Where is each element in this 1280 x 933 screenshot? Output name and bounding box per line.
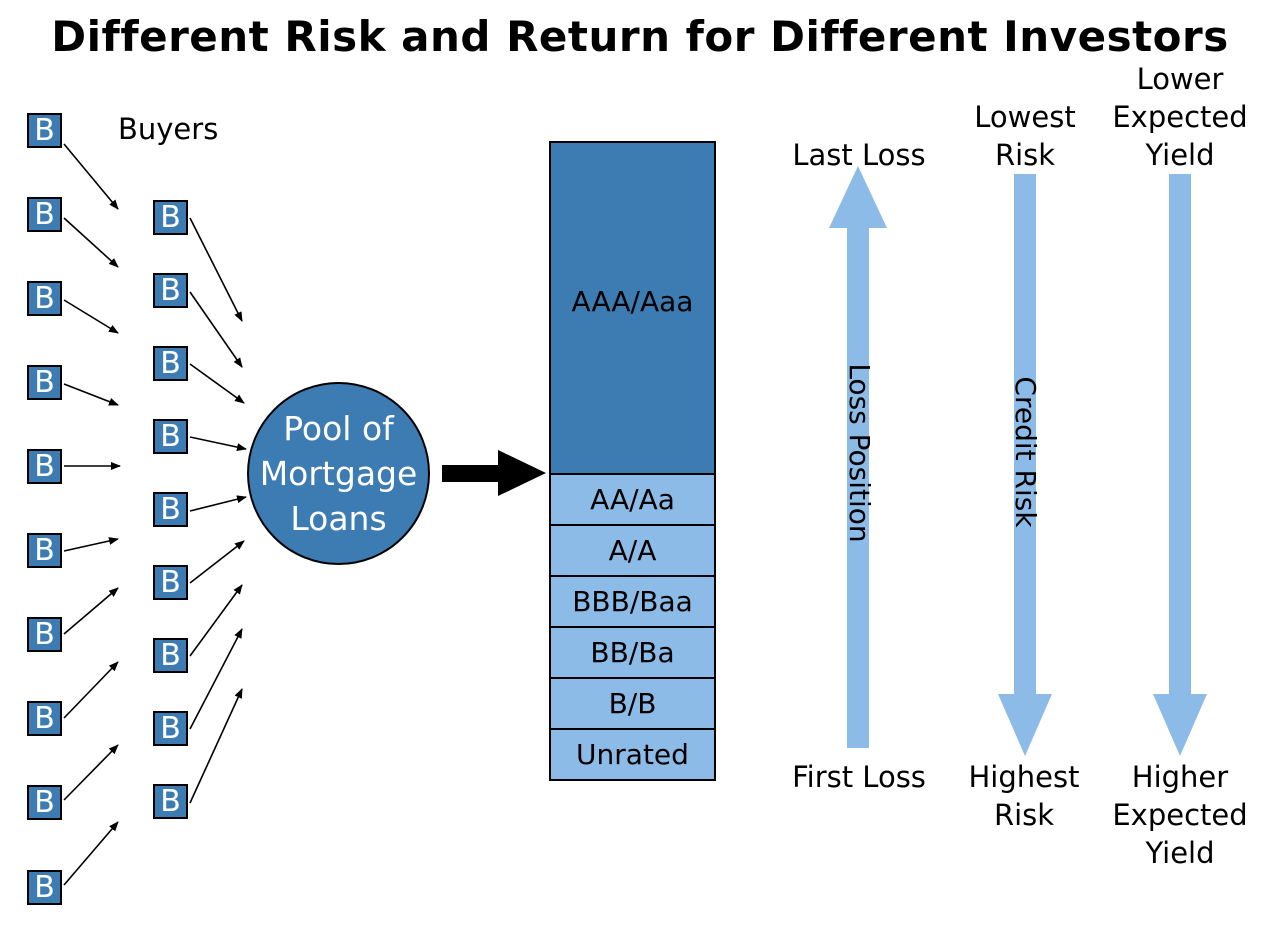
buyer-box: B — [27, 533, 62, 568]
buyer-arrow — [189, 628, 243, 730]
tranche-label: BB/Ba — [590, 636, 675, 669]
pool-label-line: Loans — [290, 499, 387, 538]
tranche-label: Unrated — [576, 738, 689, 771]
buyer-arrow — [189, 540, 245, 584]
buyer-arrow — [63, 744, 119, 801]
highest-risk-label: Highest Risk — [939, 758, 1109, 834]
pool-label-line: Pool of — [283, 409, 394, 448]
highest-risk-line: Highest — [968, 760, 1080, 794]
buyer-arrow — [63, 383, 119, 406]
buyer-arrow — [63, 587, 119, 635]
higher-yield-line: Expected — [1112, 798, 1248, 832]
tranche-label: BBB/Baa — [572, 585, 693, 618]
buyer-box: B — [153, 200, 188, 235]
lower-yield-line: Lower — [1136, 62, 1224, 96]
buyer-arrow — [63, 821, 119, 886]
credit-risk-arrow — [998, 174, 1052, 756]
buyer-arrow — [63, 661, 119, 719]
last-loss-label: Last Loss — [792, 138, 926, 172]
higher-yield-label: Higher Expected Yield — [1095, 758, 1265, 872]
buyers-label: Buyers — [118, 112, 219, 146]
buyer-arrow — [63, 217, 119, 268]
first-loss-label: First Loss — [792, 760, 926, 794]
tranche-aa: AA/Aa — [549, 473, 716, 526]
lower-yield-line: Expected — [1112, 100, 1248, 134]
buyer-box: B — [27, 617, 62, 652]
buyer-arrow — [63, 143, 119, 210]
highest-risk-line: Risk — [993, 798, 1055, 832]
higher-yield-line: Higher — [1131, 760, 1229, 794]
tranche-label: AAA/Aaa — [571, 285, 694, 318]
lower-yield-line: Yield — [1145, 138, 1215, 172]
buyer-arrow — [63, 299, 119, 334]
buyer-box: B — [27, 365, 62, 400]
buyer-box: B — [153, 273, 188, 308]
higher-yield-line: Yield — [1145, 836, 1215, 870]
buyer-box: B — [27, 113, 62, 148]
tranche-label: B/B — [608, 687, 657, 720]
buyer-box: B — [27, 870, 62, 905]
buyer-arrow — [63, 537, 119, 552]
mortgage-pool-circle: Pool of Mortgage Loans — [247, 382, 430, 565]
buyer-box: B — [27, 449, 62, 484]
credit-risk-axis-label: Credit Risk — [1009, 376, 1042, 528]
buyer-arrow — [189, 495, 247, 512]
pool-to-tranches-arrow — [442, 450, 546, 496]
buyer-arrow — [189, 688, 243, 804]
buyer-arrow — [189, 291, 243, 368]
tranche-b: B/B — [549, 677, 716, 730]
tranche-a: A/A — [549, 524, 716, 577]
buyer-box: B — [153, 638, 188, 673]
tranche-bbb: BBB/Baa — [549, 575, 716, 628]
lowest-risk-label: Lowest Risk — [945, 98, 1105, 174]
buyer-arrow — [189, 217, 243, 322]
buyer-box: B — [153, 565, 188, 600]
lowest-risk-line: Risk — [994, 138, 1056, 172]
buyer-box: B — [27, 701, 62, 736]
tranche-bb: BB/Ba — [549, 626, 716, 679]
buyer-box: B — [27, 785, 62, 820]
tranche-aaa: AAA/Aaa — [549, 141, 716, 475]
buyer-box: B — [27, 197, 62, 232]
lower-yield-label: Lower Expected Yield — [1095, 60, 1265, 174]
diagram-title: Different Risk and Return for Different … — [51, 12, 1229, 61]
pool-label-line: Mortgage — [259, 454, 418, 493]
buyer-box: B — [153, 419, 188, 454]
lowest-risk-line: Lowest — [974, 100, 1076, 134]
tranche-unrated: Unrated — [549, 728, 716, 781]
loss-position-arrow — [829, 166, 887, 748]
buyer-box: B — [153, 784, 188, 819]
yield-arrow — [1153, 174, 1207, 756]
buyer-box: B — [153, 492, 188, 527]
loss-position-axis-label: Loss Position — [843, 363, 876, 543]
buyer-arrow — [189, 363, 245, 404]
buyer-box: B — [153, 711, 188, 746]
buyer-arrow — [189, 436, 247, 452]
buyer-arrow — [189, 584, 243, 657]
tranche-label: AA/Aa — [590, 483, 675, 516]
buyer-box: B — [153, 346, 188, 381]
buyer-box: B — [27, 281, 62, 316]
tranche-label: A/A — [608, 534, 657, 567]
